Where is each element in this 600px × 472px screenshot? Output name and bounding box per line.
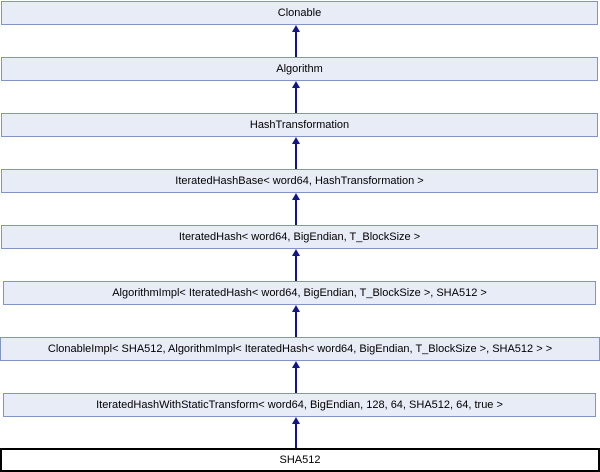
class-node-algorithm[interactable]: Algorithm (1, 57, 598, 81)
class-node-clonable[interactable]: Clonable (1, 1, 598, 25)
arrow-up-icon (292, 249, 300, 256)
arrow-up-icon (292, 305, 300, 312)
class-node-sha512-current: SHA512 (0, 448, 600, 472)
inheritance-arrow (292, 305, 300, 337)
inheritance-arrow (292, 417, 300, 448)
arrow-up-icon (292, 137, 300, 144)
arrow-line (295, 311, 297, 337)
arrow-line (295, 143, 297, 169)
arrow-line (295, 31, 297, 57)
arrow-line (295, 199, 297, 225)
arrow-up-icon (292, 417, 300, 424)
class-node-iteratedhash[interactable]: IteratedHash< word64, BigEndian, T_Block… (1, 225, 598, 249)
arrow-line (295, 423, 297, 448)
inheritance-arrow (292, 249, 300, 281)
class-node-hashtransformation[interactable]: HashTransformation (1, 113, 598, 137)
arrow-up-icon (292, 361, 300, 368)
inheritance-arrow (292, 361, 300, 393)
arrow-line (295, 367, 297, 393)
arrow-line (295, 255, 297, 281)
class-node-clonableimpl[interactable]: ClonableImpl< SHA512, AlgorithmImpl< Ite… (0, 337, 600, 361)
arrow-line (295, 87, 297, 113)
inheritance-arrow (292, 193, 300, 225)
arrow-up-icon (292, 25, 300, 32)
class-node-iteratedhashbase[interactable]: IteratedHashBase< word64, HashTransforma… (1, 169, 598, 193)
arrow-up-icon (292, 193, 300, 200)
class-node-algorithmimpl[interactable]: AlgorithmImpl< IteratedHash< word64, Big… (3, 281, 596, 305)
inheritance-arrow (292, 137, 300, 169)
inheritance-arrow (292, 81, 300, 113)
arrow-up-icon (292, 81, 300, 88)
class-node-iteratedhashwithstatictransform[interactable]: IteratedHashWithStaticTransform< word64,… (3, 393, 596, 417)
inheritance-arrow (292, 25, 300, 57)
